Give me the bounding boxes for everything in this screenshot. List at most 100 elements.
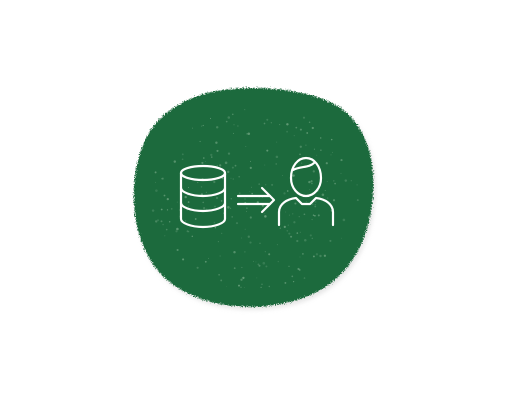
speckle (340, 237, 342, 239)
speckle (157, 219, 159, 222)
speckle (259, 242, 261, 245)
speckle (176, 248, 179, 252)
speckle (196, 266, 199, 269)
speckle (294, 202, 297, 205)
speckle (276, 141, 278, 143)
speckle (309, 234, 312, 237)
speckle (311, 218, 313, 221)
speckle (256, 277, 258, 279)
speckle (214, 227, 217, 229)
speckle (221, 232, 223, 235)
speckle (291, 275, 294, 278)
speckle (166, 209, 169, 211)
speckle (232, 113, 234, 116)
speckle (305, 144, 307, 146)
speckle (279, 124, 281, 126)
speckle (238, 284, 240, 287)
speckle (299, 231, 301, 233)
speckle (330, 138, 333, 141)
speckle (227, 116, 231, 119)
speckle (312, 255, 315, 258)
speckle (164, 235, 166, 237)
speckle (281, 175, 283, 176)
speckle (329, 239, 332, 242)
speckle (332, 199, 336, 202)
speckle (309, 189, 311, 190)
speckle (292, 174, 295, 177)
speckle (225, 285, 227, 287)
speckle (208, 257, 210, 259)
speckle (233, 124, 235, 126)
speckle (238, 175, 241, 178)
speckle (220, 200, 223, 202)
speckle (227, 206, 230, 209)
speckle (250, 186, 253, 188)
speckle (262, 261, 266, 265)
speckle (219, 255, 221, 257)
speckle (210, 153, 213, 157)
speckle (271, 183, 274, 186)
speckle (277, 260, 279, 263)
speckle (191, 235, 194, 238)
speckle (216, 164, 219, 167)
speckle (200, 186, 203, 188)
badge-background (133, 88, 374, 307)
speckle (170, 208, 173, 210)
speckle (204, 161, 206, 163)
speckle (219, 164, 222, 167)
speckle (305, 201, 307, 203)
speckle (311, 182, 313, 185)
speckle (299, 153, 301, 155)
speckle (231, 166, 234, 169)
speckle (344, 179, 348, 182)
speckle (176, 227, 179, 231)
speckle (268, 253, 271, 256)
speckle (302, 116, 306, 119)
speckle (160, 208, 163, 211)
speckle (292, 280, 295, 283)
speckle (331, 151, 333, 153)
speckle (249, 216, 252, 219)
speckle (321, 193, 325, 197)
speckle (244, 198, 246, 200)
speckle (292, 213, 294, 215)
speckle (233, 250, 236, 254)
speckle (202, 201, 204, 204)
speckle (284, 281, 287, 284)
speckle (325, 162, 328, 165)
speckle (239, 192, 241, 194)
speckle (263, 122, 266, 125)
speckle (299, 128, 302, 131)
speckle (308, 180, 311, 184)
speckle (350, 180, 352, 182)
speckle (304, 238, 307, 242)
speckle (244, 228, 246, 230)
speckle (197, 182, 199, 184)
speckle (226, 170, 230, 174)
speckle (234, 164, 237, 167)
speckle (319, 254, 322, 258)
speckle (173, 160, 177, 163)
speckle (260, 286, 262, 289)
speckle (221, 177, 224, 180)
speckle (235, 222, 239, 225)
speckle (340, 159, 343, 162)
speckle (264, 213, 266, 214)
speckle (176, 201, 178, 203)
speckle (155, 181, 157, 183)
speckle (188, 231, 190, 233)
speckle (233, 132, 234, 134)
speckle (246, 133, 248, 135)
speckle (275, 163, 277, 165)
speckle (217, 241, 219, 243)
speckle (151, 209, 155, 212)
speckle (303, 277, 306, 279)
speckle (265, 265, 268, 268)
speckle (244, 251, 246, 253)
speckle (225, 120, 228, 123)
speckle (286, 190, 289, 192)
speckle (264, 164, 266, 166)
speckle (215, 141, 218, 144)
speckle (244, 109, 246, 111)
